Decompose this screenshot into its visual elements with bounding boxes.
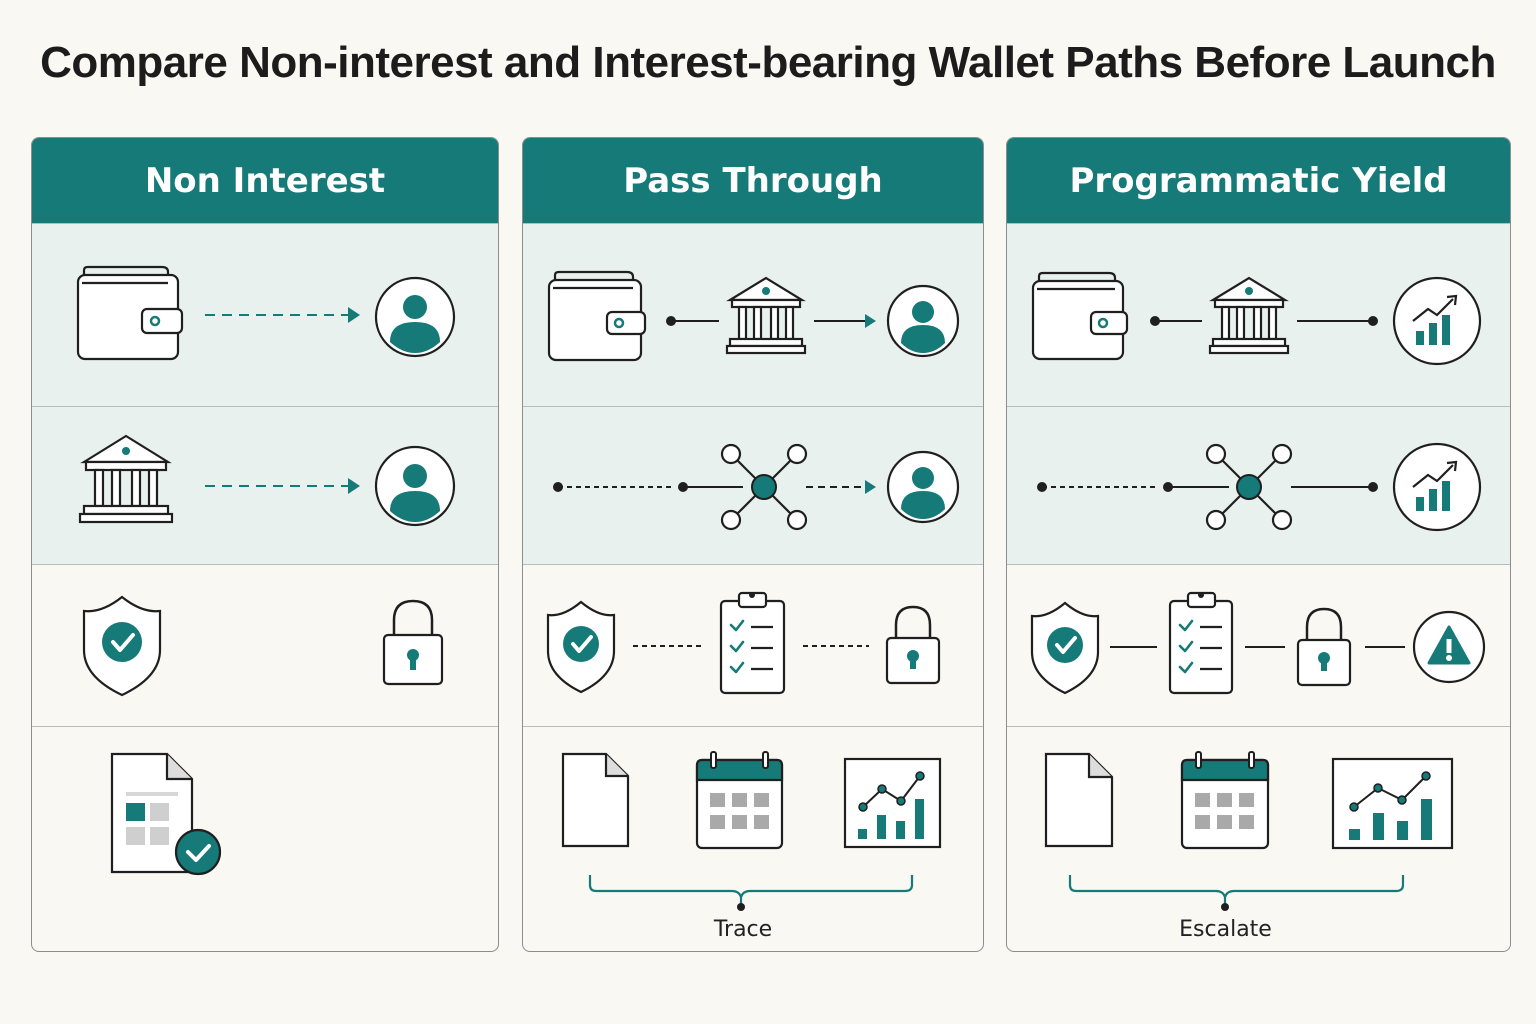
artifacts-row-graphic: [561, 751, 942, 911]
calendar-icon: [695, 751, 784, 850]
panel-header: Pass Through: [523, 138, 983, 223]
artifacts-row: Escalate: [1007, 726, 1510, 951]
connector-line: [1297, 316, 1378, 326]
controls-row-graphic: [546, 591, 941, 695]
flow-row-wallet-to-user: [32, 223, 498, 406]
growth-icon: [1392, 276, 1482, 366]
flow-row-graphic: [78, 434, 456, 527]
flow-row-graphic: [76, 265, 456, 361]
shield-check-icon: [546, 600, 616, 694]
connector-line: [1291, 482, 1378, 492]
panel-non-interest: Non Interest: [31, 137, 499, 952]
lock-icon: [382, 599, 444, 686]
dashed-arrow: [205, 307, 360, 323]
checklist-icon: [1168, 591, 1234, 695]
flow-row-graphic: [1031, 271, 1482, 366]
flow-row-bank-to-user: [32, 406, 498, 564]
dashed-arrow: [806, 480, 876, 494]
bracket: [1068, 875, 1405, 911]
document-icon: [561, 752, 630, 848]
bank-icon: [725, 276, 807, 355]
bank-icon: [1208, 276, 1290, 355]
lock-icon: [885, 605, 941, 685]
dotted-connector: [553, 482, 743, 492]
user-icon: [886, 284, 960, 358]
flow-row-graphic: [1037, 442, 1482, 532]
wallet-icon: [76, 265, 184, 361]
panel-header: Non Interest: [32, 138, 498, 223]
panel-pass-through: Pass Through: [522, 137, 984, 952]
flow-row-wallet-bank-growth: [1007, 223, 1510, 406]
growth-icon: [1392, 442, 1482, 532]
bracket: [588, 875, 914, 911]
chart-icon: [843, 757, 942, 849]
dashed-arrow: [205, 478, 360, 494]
bank-icon: [78, 434, 174, 524]
controls-row-graphic: [1030, 591, 1486, 695]
spreadsheet-check-icon: [110, 752, 222, 876]
connector-line: [666, 316, 719, 326]
controls-row: [523, 564, 983, 726]
flow-row-network-user: [523, 406, 983, 564]
document-icon: [1044, 752, 1114, 848]
shield-check-icon: [82, 595, 162, 697]
network-hub-icon: [720, 443, 808, 531]
controls-row: [1007, 564, 1510, 726]
flow-row-wallet-bank-user: [523, 223, 983, 406]
artifacts-row-graphic: [1044, 751, 1454, 911]
panel-programmatic-yield: Programmatic Yield: [1006, 137, 1511, 952]
bracket-label: Escalate: [1179, 917, 1272, 942]
warning-icon: [1412, 610, 1486, 684]
bracket-label: Trace: [713, 917, 773, 942]
shield-check-icon: [1030, 601, 1100, 695]
user-icon: [374, 276, 456, 358]
page-title: Compare Non-interest and Interest-bearin…: [40, 38, 1496, 87]
user-icon: [886, 450, 960, 524]
lock-icon: [1296, 607, 1352, 687]
artifacts-row-graphic: [110, 752, 222, 876]
dotted-connector: [1037, 482, 1229, 492]
flow-row-network-growth: [1007, 406, 1510, 564]
controls-row-graphic: [82, 595, 444, 697]
controls-row: [32, 564, 498, 726]
flow-row-graphic: [547, 270, 960, 362]
wallet-icon: [1031, 271, 1129, 361]
network-hub-icon: [1205, 443, 1293, 531]
arrow-line: [814, 314, 876, 328]
calendar-icon: [1180, 751, 1270, 850]
connector-line: [1150, 316, 1202, 326]
artifacts-row: Trace: [523, 726, 983, 951]
chart-icon: [1331, 757, 1454, 850]
flow-row-graphic: [553, 443, 960, 531]
artifacts-row: [32, 726, 498, 951]
panel-header: Programmatic Yield: [1007, 138, 1510, 223]
checklist-icon: [719, 591, 786, 695]
wallet-icon: [547, 270, 647, 362]
user-icon: [374, 445, 456, 527]
